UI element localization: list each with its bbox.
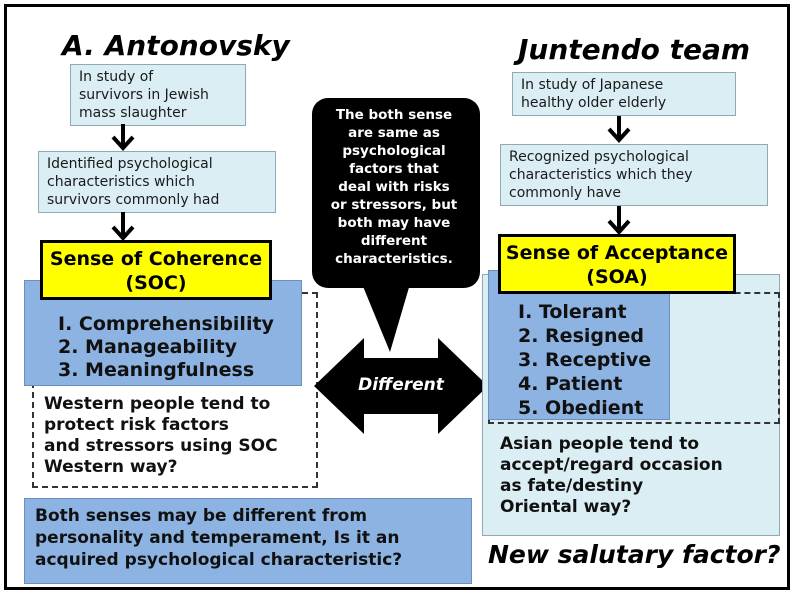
soa-item: 2. Resigned [518,325,645,347]
soa-item: 3. Receptive [518,349,652,371]
arrow-label: Different [358,375,444,395]
western-note: Western people tend to protect risk fact… [44,394,278,477]
soc-item: Ⅰ. Comprehensibility [58,313,274,335]
speech-bubble [312,98,480,352]
oriental-note: Asian people tend to accept/regard occas… [500,434,723,517]
left-title: A. Antonovsky [62,29,290,62]
soa-list: Ⅰ. Tolerant 2. Resigned 3. Receptive 4. … [518,300,668,420]
soa-item: 4. Patient [518,373,623,395]
soa-item: Ⅰ. Tolerant [518,301,627,323]
right-title: Juntendo team [518,33,751,66]
bubble-text: The both sense are same as psychological… [330,107,458,267]
double-arrow [314,338,488,434]
left-arrow-1 [111,124,135,151]
left-identified-box: Identified psychological characteristics… [38,151,276,213]
right-study-box: In study of Japanese healthy older elder… [512,72,736,116]
acquired-question-box: Both senses may be different from person… [24,498,472,584]
soc-list: Ⅰ. Comprehensibility 2. Manageability 3.… [58,313,288,382]
left-arrow-2 [111,212,135,241]
left-study-box: In study of survivors in Jewish mass sla… [70,64,246,126]
right-arrow-2 [607,206,631,235]
soa-item: 5. Obedient [518,397,644,419]
soa-title-box: Sense of Acceptance (SOA) [498,234,736,294]
soc-title-box: Sense of Coherence (SOC) [40,240,272,300]
soc-item: 3. Meaningfulness [58,359,255,381]
salutary-factor-text: New salutary factor? [488,540,781,569]
soc-item: 2. Manageability [58,336,238,358]
right-recognized-box: Recognized psychological characteristics… [500,144,768,206]
right-arrow-1 [607,116,631,143]
soa-list-box [488,270,670,420]
